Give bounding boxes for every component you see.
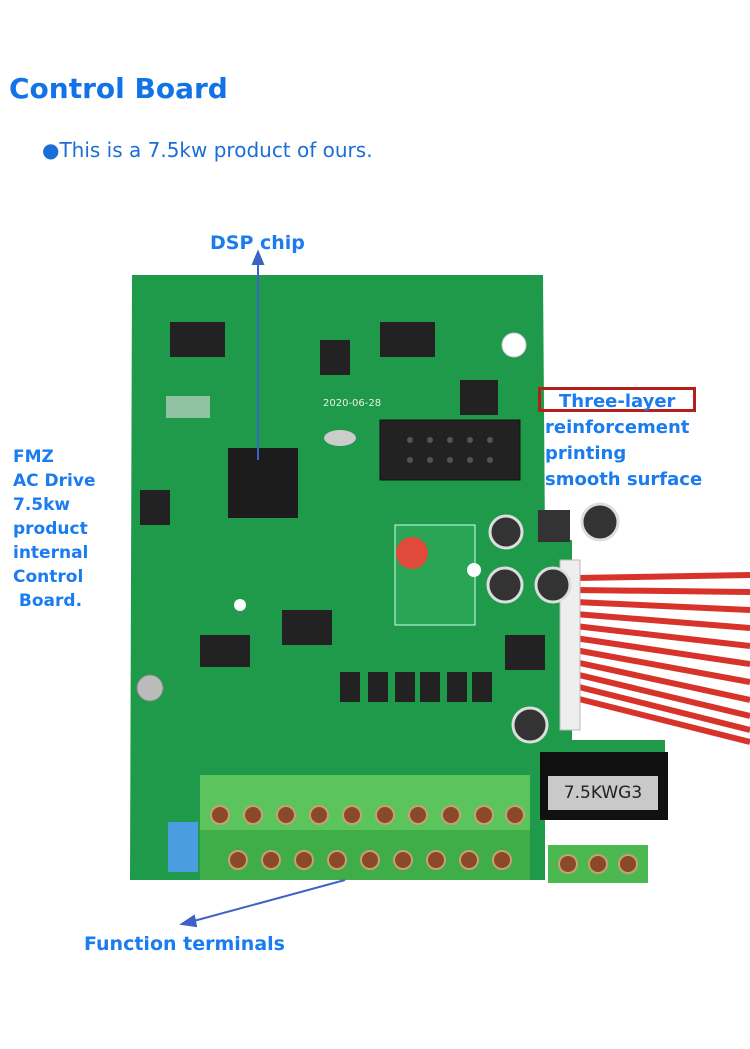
dsp-chip-callout: DSP chip (210, 232, 305, 254)
wire-harness (570, 560, 750, 745)
right-note-line: Three-layer (559, 391, 676, 412)
dip-switch (168, 822, 198, 872)
left-note-line: product (13, 519, 88, 539)
header-connector (379, 419, 521, 481)
left-note-line: Control (13, 567, 84, 587)
wire-connector (559, 559, 581, 731)
left-note-line: 7.5kw (13, 495, 71, 515)
right-note-line: smooth surface (545, 469, 703, 490)
capacitors (486, 502, 620, 744)
left-note-line: Board. (13, 591, 83, 611)
board-date-print: 2020-06-28 (323, 398, 382, 409)
dsp-chip (228, 448, 298, 518)
page-title: Control Board (9, 72, 228, 105)
right-note-line: printing (545, 443, 627, 464)
left-note-line: FMZ (13, 447, 54, 467)
callout-arrows (179, 249, 346, 928)
model-label: 7.5KWG3 (563, 783, 643, 803)
function-terminals-callout: Function terminals (84, 933, 285, 955)
right-note-line: reinforcement (545, 417, 690, 438)
right-description: Three-layer reinforcement printing smoot… (545, 389, 702, 493)
ic-chips (140, 322, 545, 702)
earth-screw (136, 674, 164, 702)
intro-text: ●This is a 7.5kw product of ours. (42, 138, 373, 162)
qc-sticker (396, 537, 428, 569)
left-note-line: internal (13, 543, 89, 563)
left-note-line: AC Drive (13, 471, 96, 491)
left-description: FMZ AC Drive 7.5kw product internal Cont… (13, 445, 96, 613)
highlight-box (538, 387, 696, 412)
